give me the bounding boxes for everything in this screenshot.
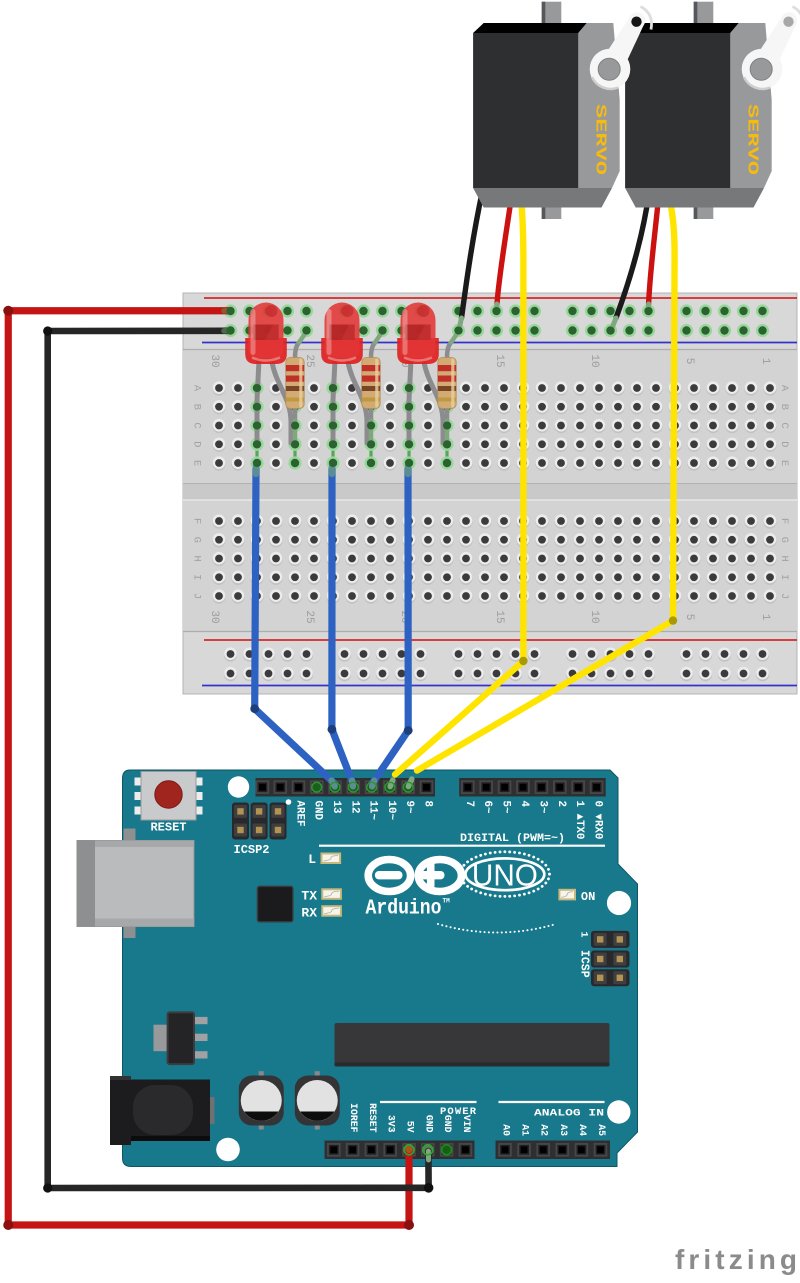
svg-text:4: 4 — [518, 801, 530, 808]
svg-text:ICSP: ICSP — [578, 950, 591, 978]
svg-text:5~: 5~ — [500, 801, 512, 814]
svg-text:A3: A3 — [558, 1124, 569, 1136]
svg-text:GND: GND — [442, 1115, 453, 1133]
svg-text:TM: TM — [443, 898, 451, 905]
svg-text:SERVO: SERVO — [744, 104, 761, 175]
svg-text:POWER: POWER — [440, 1106, 477, 1118]
svg-text:11~: 11~ — [367, 801, 379, 820]
svg-text:I: I — [778, 574, 790, 580]
svg-text:B: B — [191, 404, 203, 410]
svg-text:1 ▲TX0: 1 ▲TX0 — [573, 801, 585, 840]
svg-text:A5: A5 — [596, 1124, 607, 1136]
svg-text:AREF: AREF — [294, 801, 306, 827]
svg-text:30: 30 — [208, 610, 220, 623]
svg-text:25: 25 — [303, 610, 315, 623]
svg-text:13: 13 — [330, 801, 342, 814]
svg-text:GND: GND — [312, 801, 324, 821]
svg-text:UNO: UNO — [472, 858, 538, 893]
svg-text:6~: 6~ — [481, 801, 493, 814]
svg-text:0 ▼RX0: 0 ▼RX0 — [592, 801, 604, 840]
svg-text:A2: A2 — [539, 1124, 550, 1136]
svg-text:3V3: 3V3 — [386, 1115, 397, 1133]
svg-text:D: D — [778, 441, 790, 447]
svg-text:7: 7 — [463, 801, 475, 807]
svg-text:8: 8 — [422, 801, 434, 807]
svg-text:L: L — [308, 852, 316, 867]
svg-text:ICSP2: ICSP2 — [234, 843, 270, 857]
svg-text:G: G — [191, 537, 203, 543]
svg-text:RESET: RESET — [150, 821, 186, 835]
svg-text:A0: A0 — [501, 1124, 512, 1136]
svg-text:1: 1 — [759, 614, 771, 621]
svg-text:C: C — [191, 422, 203, 428]
svg-text:J: J — [778, 593, 790, 599]
svg-text:15: 15 — [493, 354, 505, 367]
svg-text:30: 30 — [208, 354, 220, 367]
svg-text:GND: GND — [423, 1115, 434, 1133]
svg-text:1: 1 — [578, 932, 589, 938]
svg-text:10: 10 — [588, 610, 600, 623]
svg-text:D: D — [191, 441, 203, 447]
svg-text:ON: ON — [581, 890, 595, 904]
svg-text:J: J — [191, 593, 203, 599]
svg-text:H: H — [191, 555, 203, 561]
svg-text:9~: 9~ — [403, 801, 415, 814]
svg-text:A: A — [778, 385, 790, 392]
svg-text:3~: 3~ — [536, 801, 548, 814]
svg-text:ANALOG IN: ANALOG IN — [534, 1108, 604, 1120]
svg-text:A1: A1 — [520, 1124, 531, 1136]
svg-text:Arduino: Arduino — [366, 898, 442, 921]
svg-text:10: 10 — [588, 354, 600, 367]
svg-text:10~: 10~ — [385, 801, 397, 820]
svg-text:1: 1 — [759, 358, 771, 365]
svg-text:E: E — [778, 460, 790, 466]
svg-text:5V: 5V — [405, 1121, 416, 1133]
svg-text:E: E — [191, 460, 203, 466]
svg-text:VIN: VIN — [461, 1115, 472, 1133]
svg-text:RESET: RESET — [367, 1103, 378, 1133]
svg-text:B: B — [778, 404, 790, 410]
svg-text:A: A — [191, 385, 203, 392]
svg-text:5: 5 — [683, 614, 695, 621]
svg-text:IOREF: IOREF — [348, 1103, 359, 1133]
svg-text:F: F — [191, 518, 203, 524]
svg-text:25: 25 — [303, 354, 315, 367]
svg-text:G: G — [778, 537, 790, 543]
svg-text:H: H — [778, 555, 790, 561]
svg-text:DIGITAL (PWM=~): DIGITAL (PWM=~) — [460, 833, 565, 845]
svg-text:15: 15 — [493, 610, 505, 623]
svg-text:I: I — [191, 574, 203, 580]
svg-text:12: 12 — [348, 801, 360, 814]
svg-text:A4: A4 — [577, 1124, 588, 1136]
svg-text:F: F — [778, 518, 790, 524]
svg-text:5: 5 — [683, 358, 695, 365]
svg-text:SERVO: SERVO — [592, 104, 609, 175]
svg-text:RX: RX — [301, 906, 317, 921]
svg-text:TX: TX — [301, 889, 317, 904]
svg-text:C: C — [778, 422, 790, 428]
svg-text:2: 2 — [555, 801, 567, 807]
